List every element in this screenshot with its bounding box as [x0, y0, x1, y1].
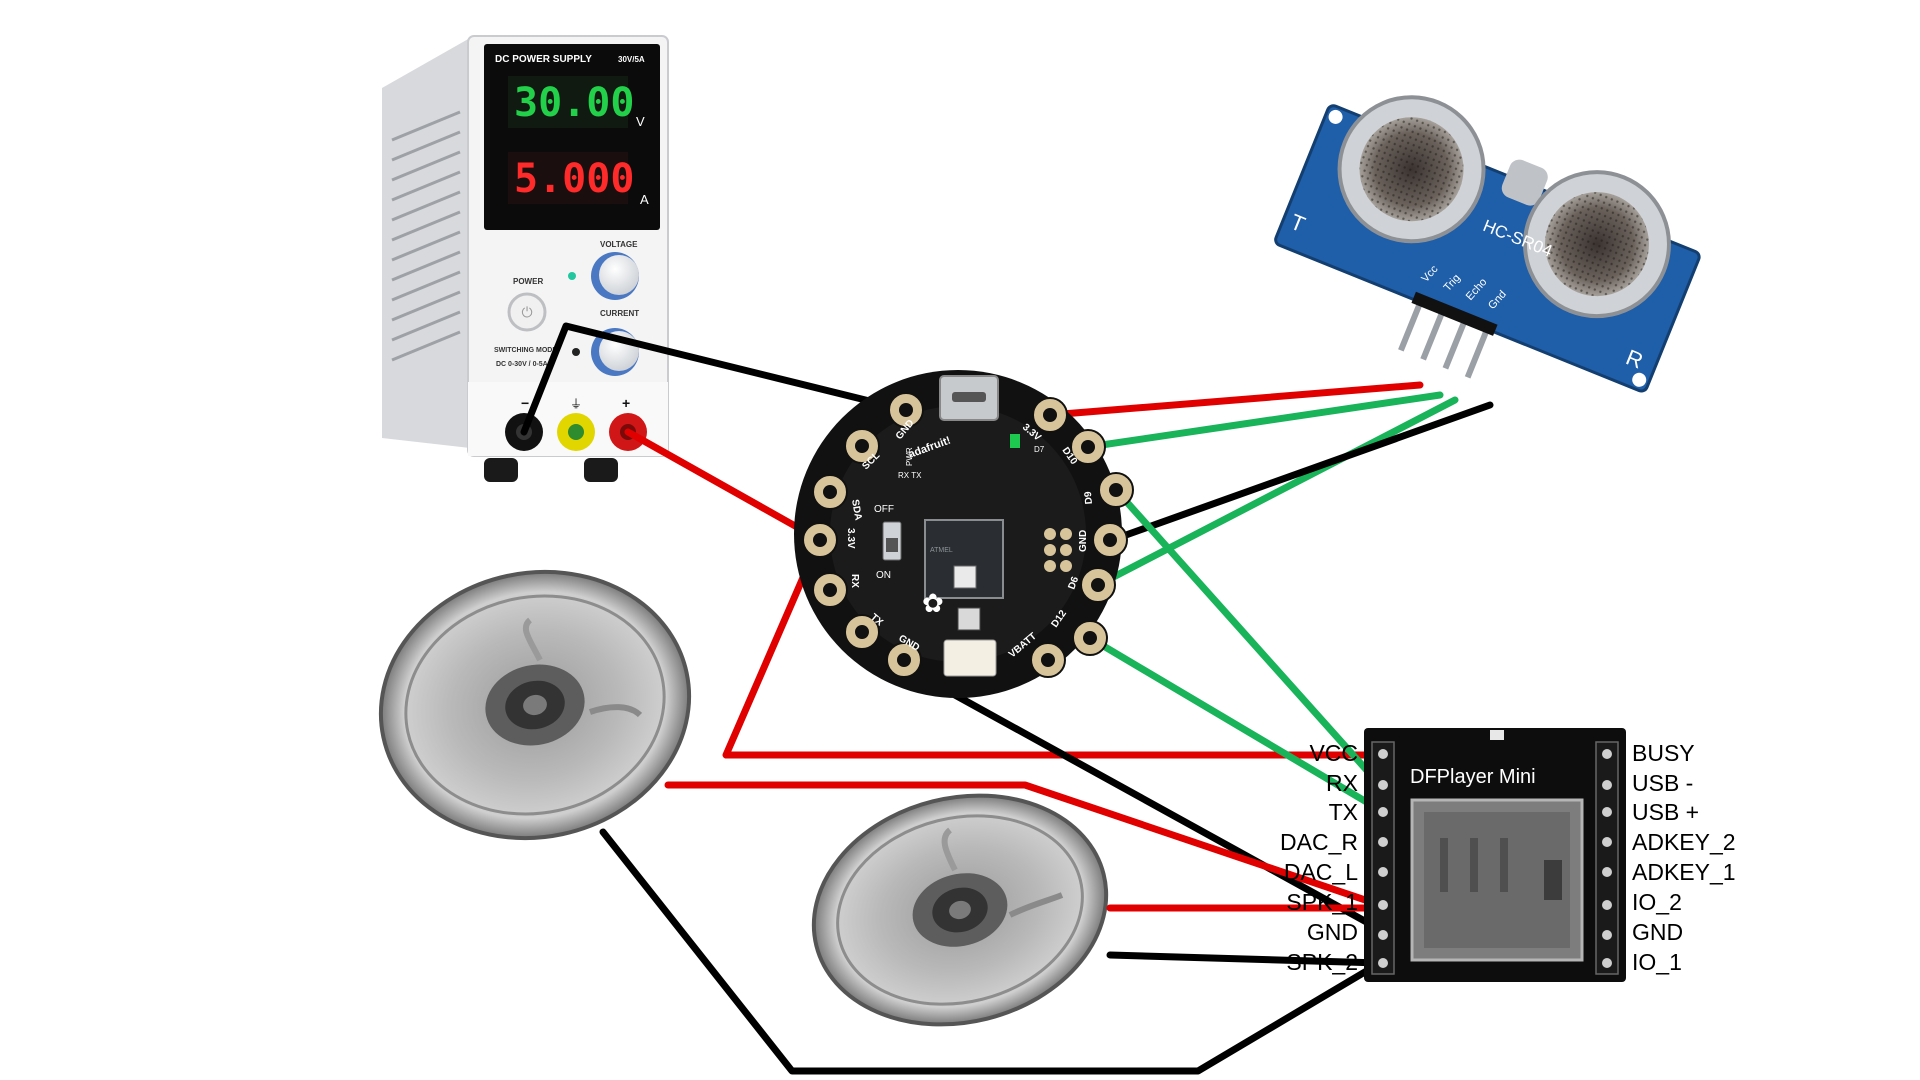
- foot-left: [484, 458, 518, 482]
- svg-text:ATMEL: ATMEL: [930, 547, 953, 554]
- cv-indicator-led: [568, 272, 576, 280]
- voltage-knob-label: VOLTAGE: [600, 240, 638, 249]
- dfplayer-right-labels: BUSY USB - USB + ADKEY_2 ADKEY_1 IO_2 GN…: [1632, 740, 1736, 975]
- ground-symbol-icon: ⏚: [570, 397, 582, 411]
- power-supply-title: DC POWER SUPPLY: [495, 54, 592, 65]
- wire-flora-d9-to-dfplayer-rx: [1112, 486, 1384, 789]
- label-d6: D6: [1066, 575, 1081, 591]
- neopixel-led: [953, 565, 977, 589]
- pad-holes: [813, 403, 1123, 667]
- pin-label-dac-l: DAC_L: [1284, 859, 1358, 885]
- dfplayer-left-header: [1371, 741, 1395, 975]
- current-knob-label: CURRENT: [600, 309, 639, 318]
- pin-label-gnd-right: GND: [1632, 919, 1683, 945]
- sensor-header-block: [1411, 291, 1498, 336]
- wire-speaker-left-to-spk2: [599, 828, 1384, 1075]
- ultrasonic-sensor: T R HC-SR04 Vcc Trig Echo Gnd: [1274, 95, 1701, 393]
- power-supply-vents: [391, 110, 461, 362]
- voltage-unit: V: [636, 114, 645, 129]
- power-icon: ⏻: [521, 304, 532, 320]
- power-supply-side: [382, 38, 470, 448]
- wire-flora-gnd-to-sensor-gnd: [1108, 401, 1494, 544]
- wire-flora-d6-to-sensor-echo: [1094, 396, 1459, 589]
- led-label-d7: D7: [1034, 445, 1045, 454]
- cc-indicator-led: [572, 348, 580, 356]
- label-d9: D9: [1083, 491, 1095, 505]
- label-rx: RX: [849, 574, 860, 588]
- dfplayer-right-header: [1595, 741, 1619, 975]
- label-gnd-right: GND: [1078, 530, 1089, 552]
- pin-label-spk1: SPK_1: [1286, 889, 1358, 915]
- pin-label-usb-plus: USB +: [1632, 799, 1699, 825]
- mode-label: SWITCHING MODE: [494, 347, 557, 354]
- dfplayer-left-labels: VCC RX TX DAC_R DAC_L SPK_1 GND SPK_2: [1280, 740, 1358, 975]
- status-led: [1490, 730, 1504, 740]
- ground-terminal-hole: [568, 424, 584, 440]
- wire-speaker-right-to-spk2: [1106, 951, 1384, 967]
- wire-psu-gnd-to-flora-gnd: [520, 322, 910, 436]
- wire-flora-3v3-to-dfplayer-vcc: [722, 539, 1384, 759]
- sensor-mount-hole: [1632, 372, 1647, 387]
- dfplayer-module: DFPlayer Mini: [1364, 728, 1626, 982]
- power-supply-rating: 30V/5A: [618, 55, 645, 64]
- power-supply: DC POWER SUPPLY 30V/5A 30.00 V 5.000 A V…: [382, 35, 669, 482]
- dfplayer-pin-dots: [1378, 749, 1612, 968]
- led-label-rxtx: RX TX: [898, 471, 922, 480]
- wire-flora-3v3-to-sensor-vcc: [1046, 381, 1424, 419]
- pin-label-dac-r: DAC_R: [1280, 829, 1358, 855]
- voltage-knob[interactable]: [599, 255, 639, 295]
- d7-led: [1010, 434, 1020, 448]
- dfplayer-title: DFPlayer Mini: [1410, 766, 1536, 788]
- pin-label-gnd: GND: [1307, 919, 1358, 945]
- current-unit: A: [640, 192, 649, 207]
- label-3v3-left: 3.3V: [845, 528, 856, 549]
- current-reading: 5.000: [514, 156, 634, 202]
- plus-terminal-label: +: [622, 395, 630, 411]
- flora-board: GND SCL SDA 3.3V RX TX GND VBATT D12 D6 …: [794, 370, 1134, 698]
- crystal-oscillator: [1501, 159, 1548, 206]
- pin-label-tx: TX: [1329, 799, 1358, 825]
- power-button[interactable]: [507, 292, 547, 332]
- switch-on-label: ON: [876, 570, 891, 581]
- wire-flora-d12-to-dfplayer-tx: [1086, 634, 1384, 814]
- pin-label-rx: RX: [1326, 770, 1358, 796]
- pin-label-adkey1: ADKEY_1: [1632, 859, 1736, 885]
- label-sda: SDA: [849, 499, 864, 522]
- voltage-display: [508, 76, 628, 128]
- wire-psu-vplus-to-flora-3v3: [624, 428, 824, 544]
- wire-speaker-left-to-spk1: [664, 781, 1384, 909]
- reset-button[interactable]: [957, 607, 981, 631]
- pin-label-usb-minus: USB -: [1632, 770, 1693, 796]
- speaker-right: [811, 793, 1109, 1027]
- sensor-mount-hole: [1328, 109, 1343, 124]
- sensor-header-pins: [1398, 299, 1491, 379]
- jst-battery-connector[interactable]: [943, 639, 997, 677]
- pin-label-adkey2: ADKEY_2: [1632, 829, 1736, 855]
- speaker-left: [378, 569, 692, 841]
- pin-label-io2: IO_2: [1632, 889, 1682, 915]
- foot-right: [584, 458, 618, 482]
- icsp-header: [1044, 528, 1072, 572]
- current-display: [508, 152, 628, 204]
- adafruit-flower-icon: ✿: [922, 588, 944, 618]
- pin-label-vcc: VCC: [1309, 740, 1358, 766]
- flora-pads: [802, 392, 1134, 678]
- voltage-reading: 30.00: [514, 80, 634, 126]
- wire-flora-d10-to-sensor-trig: [1084, 391, 1444, 451]
- switch-off-label: OFF: [874, 504, 894, 515]
- minus-terminal-label: −: [521, 395, 529, 411]
- power-button-label: POWER: [513, 277, 543, 286]
- pin-label-busy: BUSY: [1632, 740, 1695, 766]
- led-label-pwr: PWR: [905, 447, 914, 466]
- pin-label-io1: IO_1: [1632, 949, 1682, 975]
- range-label: DC 0-30V / 0-5A: [496, 361, 548, 368]
- pin-label-spk2: SPK_2: [1286, 949, 1358, 975]
